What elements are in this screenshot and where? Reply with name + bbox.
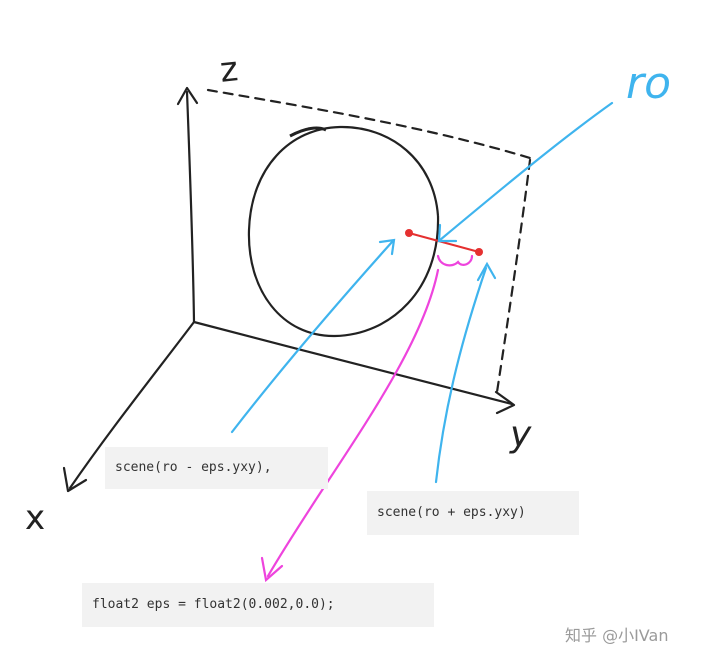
ro-arrow: [437, 101, 614, 243]
code-scene-plus: scene(ro + eps.yxy): [367, 491, 579, 535]
y-axis-line: [192, 320, 514, 406]
z-axis-line: [185, 90, 196, 324]
code-eps-declaration: float2 eps = float2(0.002,0.0);: [82, 583, 434, 627]
x-axis-line: [68, 320, 196, 490]
dashed-plane: [206, 88, 532, 394]
axes: [62, 86, 516, 493]
x-axis-label: x: [25, 498, 46, 538]
y-axis-arrowhead: [494, 390, 516, 415]
sample-point-plus: [475, 248, 483, 256]
y-axis-label: y: [510, 414, 532, 455]
z-axis-arrowhead: [176, 86, 199, 106]
eps-arrow: [260, 254, 474, 583]
sample-point-minus: [405, 229, 413, 237]
sphere: [247, 125, 440, 338]
watermark: 知乎 @小IVan: [565, 626, 669, 645]
x-axis-arrowhead: [62, 466, 88, 493]
code-scene-minus: scene(ro - eps.yxy),: [105, 447, 328, 489]
plus-arrow: [434, 261, 497, 484]
minus-arrow: [230, 238, 396, 434]
sample-segment: [405, 229, 483, 256]
ray-origin-label: ro: [626, 58, 672, 109]
